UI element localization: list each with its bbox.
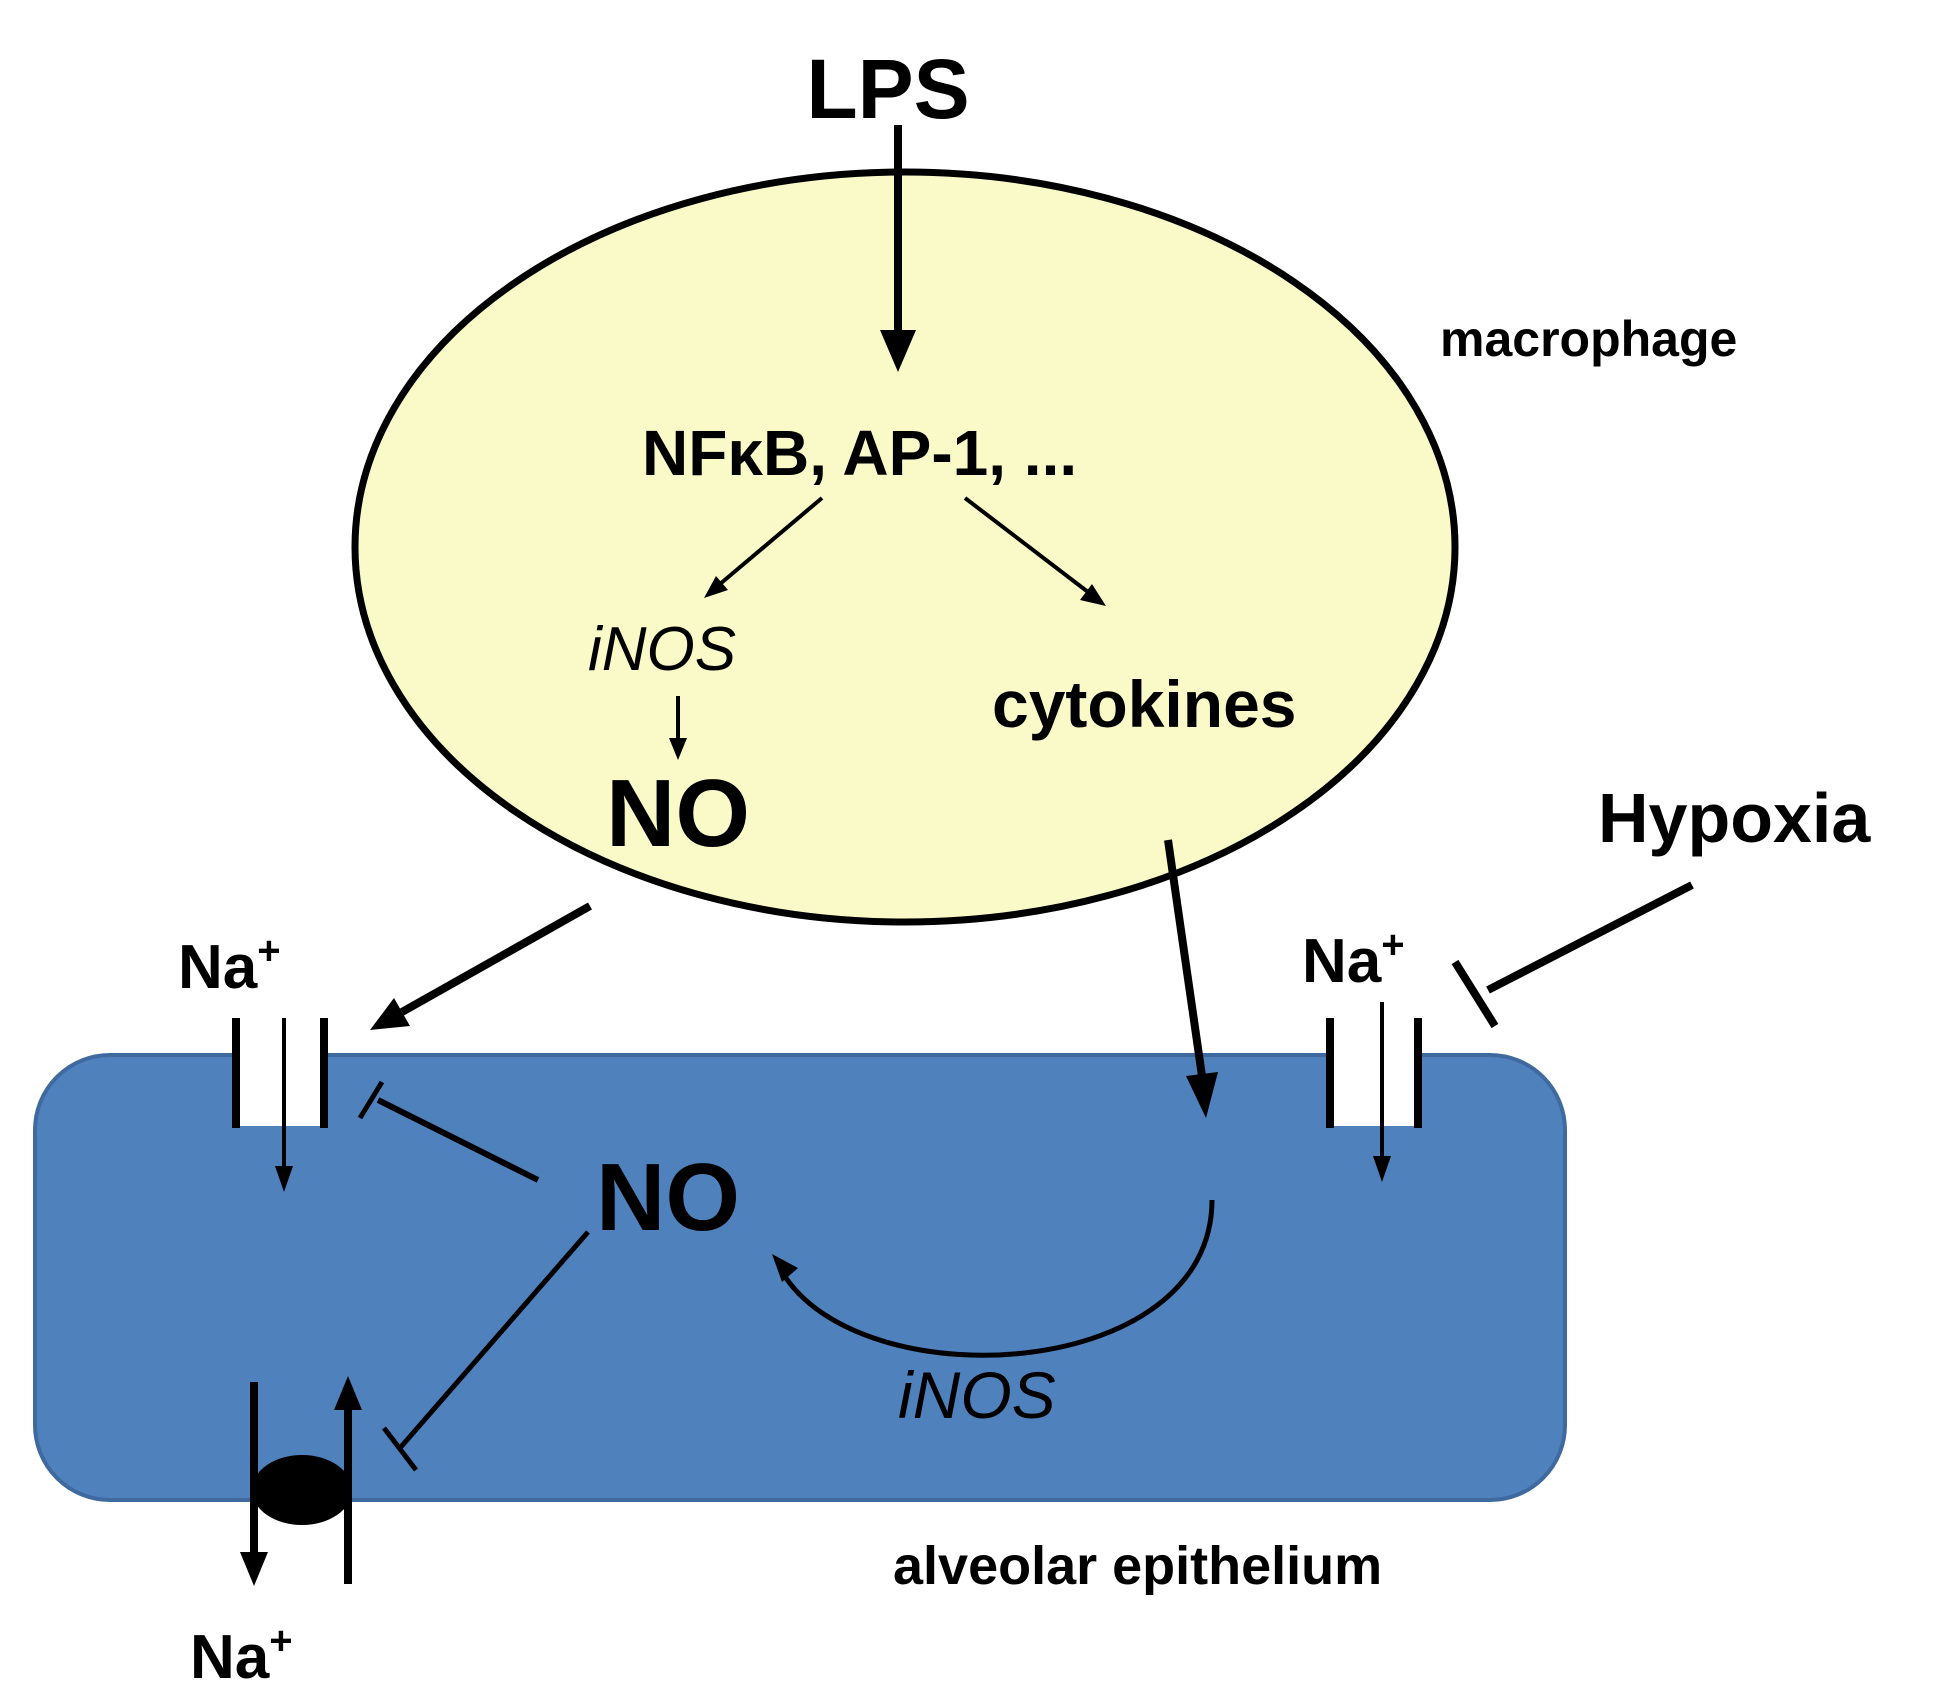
macrophage-label: macrophage: [1440, 311, 1737, 367]
no-inhibits-pump: [382, 1230, 590, 1472]
inos-to-no-arrow: [669, 696, 687, 760]
macrophage-cell: [351, 168, 1459, 926]
epithelium-no-label: NO: [596, 1144, 740, 1251]
lps-label: LPS: [806, 42, 969, 136]
macrophage-inos-label: iNOS: [588, 615, 736, 684]
cytokines-label: cytokines: [992, 667, 1296, 741]
hypoxia-label: Hypoxia: [1598, 779, 1871, 857]
na-right-channel-label: Na+: [1302, 923, 1405, 996]
no-inhibits-channel: [357, 1080, 540, 1183]
transcription-factors-label: NFκB, AP-1, ...: [642, 417, 1077, 489]
macrophage-no-to-channel-arrow: [370, 902, 592, 1030]
cytokines-to-epithelium-arrow: [1164, 839, 1218, 1118]
svg-text:Na+: Na+: [1302, 923, 1405, 996]
lps-arrow: [880, 125, 916, 372]
svg-text:Na+: Na+: [190, 1619, 293, 1692]
sodium-pump: [240, 1376, 362, 1586]
na-left-channel-label: Na+: [178, 929, 281, 1002]
epithelium-inos-curve: [772, 1199, 1215, 1358]
left-sodium-channel: [232, 1018, 328, 1192]
svg-text:Na+: Na+: [178, 929, 281, 1002]
macrophage-no-label: NO: [606, 760, 750, 867]
epithelium-inos-label: iNOS: [898, 1358, 1056, 1432]
nfkb-to-cytokines-arrow: [963, 496, 1106, 606]
right-sodium-channel: [1326, 1002, 1422, 1182]
na-pump-label: Na+: [190, 1619, 293, 1692]
alveolar-epithelium-cell: [33, 1053, 1567, 1502]
alveolar-epithelium-label: alveolar epithelium: [893, 1536, 1382, 1596]
nfkb-to-inos-arrow: [704, 496, 824, 598]
hypoxia-inhibition: [1451, 881, 1694, 1029]
